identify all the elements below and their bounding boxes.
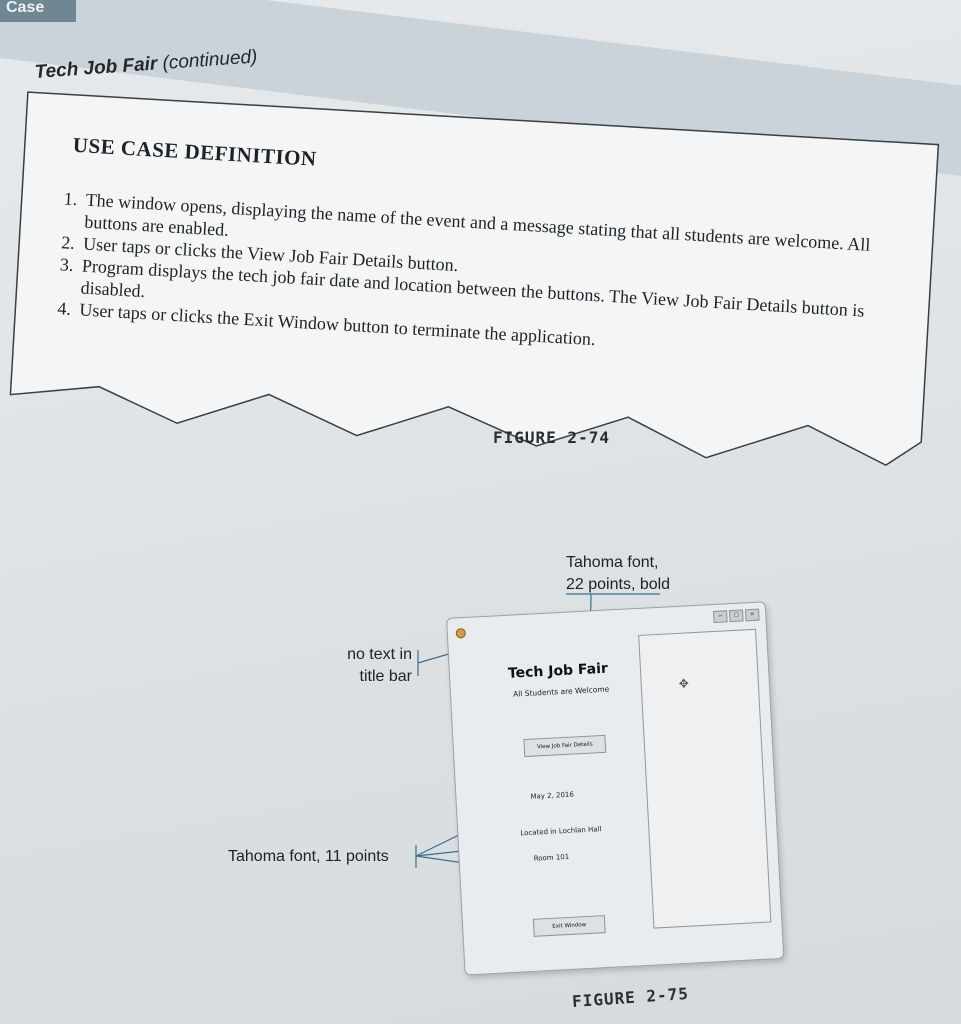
case-tab: Case [0,0,76,22]
step-number: 1. [63,188,78,210]
use-case-box: USE CASE DEFINITION 1. The window opens,… [7,90,940,472]
annotation-tahoma-11: Tahoma font, 11 points [228,848,389,865]
event-location: Located in Lochlan Hall [520,825,602,838]
event-date: May 2, 2016 [530,790,575,801]
annotation-line: Tahoma font, [566,554,659,571]
figure-label-2-74: FIGURE 2-74 [493,428,610,447]
view-job-fair-details-button[interactable]: View Job Fair Details [523,734,607,758]
annotation-line: no text in [347,646,412,663]
figure-label-2-75: FIGURE 2-75 [571,983,690,1012]
move-cursor-icon: ✥ [678,676,690,691]
annotation-no-title: no text in title bar [336,644,412,688]
step-number: 3. [59,254,75,276]
close-button[interactable]: × [744,608,760,622]
tech-job-fair-window: – □ × ✥ Tech Job Fair All Students are W… [446,601,785,976]
event-room: Room 101 [533,852,570,863]
minimize-button[interactable]: – [713,610,728,624]
app-title: Tech Job Fair [507,660,609,682]
annotation-tahoma-bold: Tahoma font, 22 points, bold [566,552,670,596]
window-controls: – □ × [713,608,760,624]
step-number: 4. [56,298,72,319]
app-subtitle: All Students are Welcome [512,684,610,699]
app-icon [455,627,467,639]
image-panel [638,628,772,929]
use-case-box-outline [9,91,940,466]
maximize-button[interactable]: □ [728,609,744,623]
exit-window-button[interactable]: Exit Window [532,915,606,937]
annotation-line: 22 points, bold [566,576,671,593]
annotation-line: title bar [359,668,412,685]
step-number: 2. [60,232,76,254]
